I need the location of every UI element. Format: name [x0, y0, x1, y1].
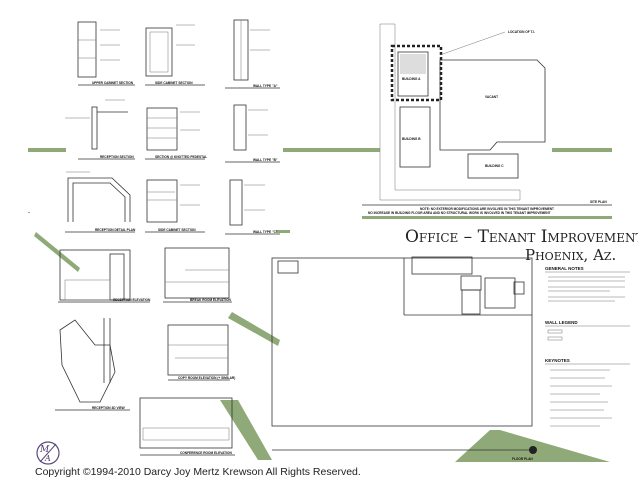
detail-wall-type-b: WALL TYPE "B" [225, 104, 280, 163]
building-a-label: BUILDING A [402, 77, 421, 81]
detail-label: WALL TYPE "A" [253, 84, 278, 88]
location-label: LOCATION OF T.I. [508, 30, 535, 34]
site-plan: LOCATION OF T.I. BUILDING A BUILDING B B… [362, 23, 612, 215]
site-plan-label: SITE PLAN [590, 200, 607, 204]
green-accents [28, 148, 612, 462]
detail-label: CONFERENCE ROOM ELEVATION [180, 451, 232, 455]
copyright-notice: Copyright ©1994-2010 Darcy Joy Mertz Kre… [35, 466, 361, 478]
detail-label: RECEPTION SECTION [100, 155, 134, 159]
detail-reception-3d-view: RECEPTION 3D VIEW [55, 318, 130, 411]
wall-legend-heading: WALL LEGEND [545, 320, 578, 325]
svg-text:M: M [39, 445, 50, 455]
vacant-label: VACANT [485, 95, 498, 99]
floor-plan-label: FLOOR PLAN [512, 457, 533, 461]
sheet-subtitle: Phoenix, Az. [525, 246, 616, 264]
detail-label: RECEPTION ELEVATION [113, 298, 151, 302]
detail-copy-room-elevation: COPY ROOM ELEVATION (+ SIMILAR) [167, 324, 235, 381]
floor-plan: FLOOR PLAN [271, 256, 537, 461]
detail-label: SECTION @ KNOTTED PEDESTAL [155, 155, 207, 159]
site-note-2: NO INCREASE IN BUILDING FLOOR AREA AND N… [368, 211, 551, 215]
detail-reception-detail-plan: RECEPTION DETAIL PLAN [65, 171, 136, 233]
detail-wall-type-a: WALL TYPE "A" [225, 19, 280, 89]
detail-side-cabinet-section-1: SIDE CABINET SECTION [145, 24, 205, 86]
detail-wall-type-c: WALL TYPE "C" [225, 179, 280, 235]
detail-side-cabinet-section-2: SIDE CABINET SECTION [145, 179, 205, 233]
detail-label: SIDE CABINET SECTION [155, 81, 193, 85]
detail-label: RECEPTION DETAIL PLAN [95, 228, 136, 232]
keynotes-heading: KEYNOTES [545, 358, 570, 363]
detail-break-room-elevation: BREAK ROOM ELEVATION [163, 247, 232, 303]
site-note-1: NOTE: NO EXTERIOR MODIFICATIONS ARE INVO… [420, 207, 554, 211]
detail-label: SIDE CABINET SECTION [158, 228, 196, 232]
detail-label: UPPER CABINET SECTION [92, 81, 134, 85]
detail-label: WALL TYPE "C" [253, 230, 278, 234]
detail-reception-elevation: RECEPTION ELEVATION [58, 249, 151, 303]
detail-label: BREAK ROOM ELEVATION [190, 298, 231, 302]
general-notes-heading: GENERAL NOTES [545, 266, 584, 271]
detail-label: COPY ROOM ELEVATION (+ SIMILAR) [178, 376, 235, 380]
detail-label: RECEPTION 3D VIEW [92, 406, 125, 410]
mda-logo: M A [36, 441, 60, 465]
detail-conference-room-elevation: CONFERENCE ROOM ELEVATION [139, 397, 235, 456]
svg-text:A: A [44, 454, 51, 463]
building-c-label: BUILDING C [485, 164, 504, 168]
detail-label: WALL TYPE "B" [253, 158, 278, 162]
building-b-label: BUILDING B [402, 137, 421, 141]
notes-column: GENERAL NOTES WALL LEGEND KEYNOTES [545, 266, 630, 427]
detail-upper-cabinet-section: UPPER CABINET SECTION [77, 21, 135, 86]
detail-section-pedestal: SECTION @ KNOTTED PEDESTAL [145, 107, 207, 160]
sheet-title: Office – Tenant Improvement [405, 227, 638, 247]
detail-reception-section: RECEPTION SECTION [65, 99, 135, 160]
